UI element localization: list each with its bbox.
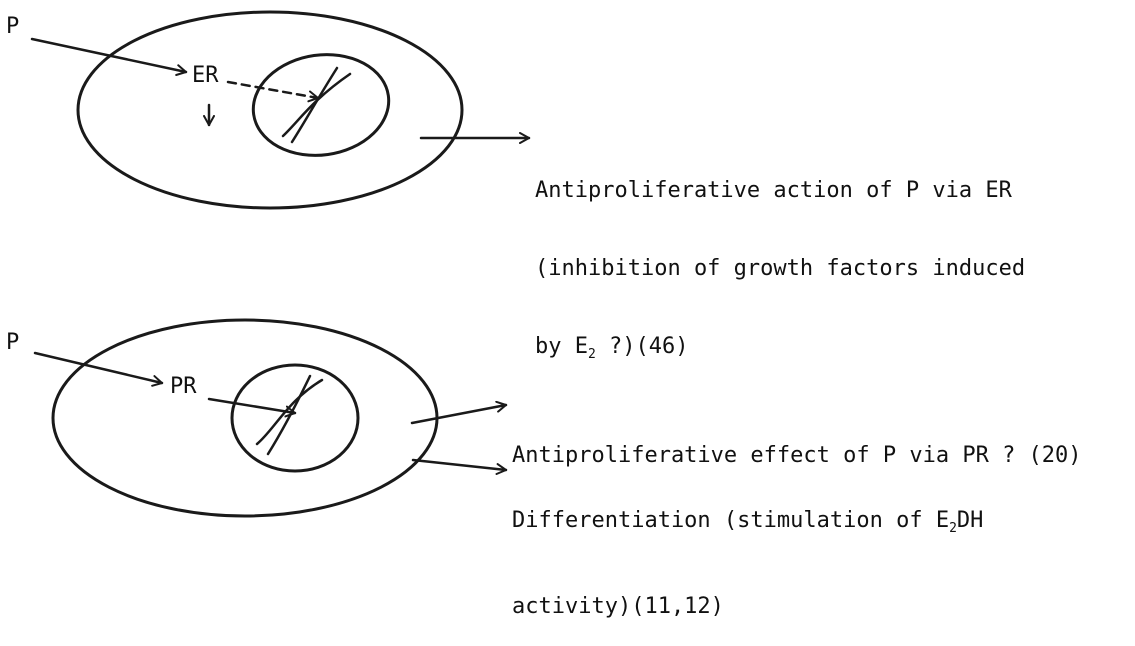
cell-outline	[76, 10, 464, 210]
outcome-line-2: activity)(11,12)	[512, 594, 724, 619]
nucleus-outline	[230, 363, 360, 473]
outcome-line-1: Differentiation (stimulation of E2DH	[512, 508, 984, 536]
cell-outline	[51, 318, 439, 518]
chromosome-icon	[255, 374, 324, 456]
diagram-canvas	[30, 10, 531, 518]
panel-2	[33, 318, 508, 518]
outcome-line-3: by E2 ?)(46)	[535, 334, 689, 362]
nucleus-outline	[251, 53, 391, 157]
panel-1	[30, 10, 531, 210]
outcome-arrow-1	[410, 400, 508, 425]
outcome-arrow-2	[411, 458, 508, 476]
receptor-to-nucleus-arrow	[207, 397, 297, 418]
outcome-line-1: Antiproliferative action of P via ER	[535, 178, 1012, 203]
outcome-text-2: Differentiation (stimulation of E2DH act…	[512, 456, 983, 646]
outcome-text: Antiproliferative action of P via ER (in…	[535, 126, 1025, 394]
chromosome-icon	[281, 66, 352, 144]
receptor-label: ER	[192, 63, 219, 88]
outcome-text-1: Antiproliferative effect of P via PR ? (…	[512, 391, 1082, 495]
hormone-label: P	[6, 330, 20, 355]
outcome-line-2: (inhibition of growth factors induced	[535, 256, 1026, 281]
receptor-label: PR	[170, 374, 197, 399]
hormone-entry-arrow	[33, 351, 164, 387]
hormone-entry-arrow	[30, 37, 188, 77]
hormone-label: P	[6, 14, 20, 39]
receptor-to-nucleus-dashed-arrow	[226, 80, 320, 103]
outcome-line-1: Antiproliferative effect of P via PR ? (…	[512, 443, 1082, 468]
